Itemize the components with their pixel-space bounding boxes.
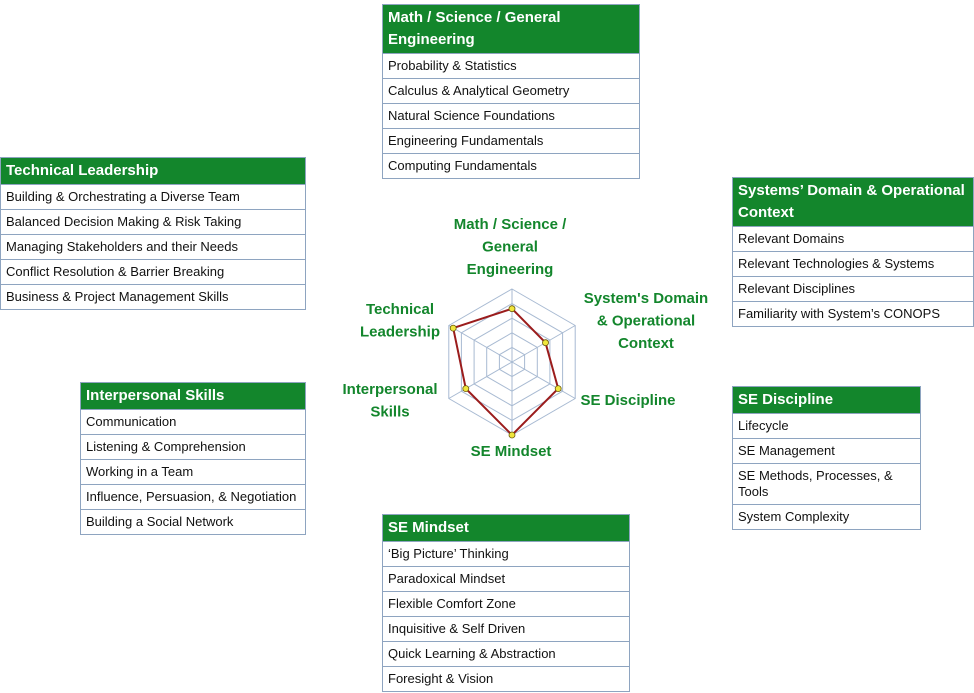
list-item: SE Management bbox=[733, 438, 920, 463]
radar-axis-label-line: Math / Science / bbox=[454, 216, 567, 233]
math-box: Math / Science / General Engineering Pro… bbox=[382, 4, 640, 179]
math-box-title: Math / Science / General Engineering bbox=[383, 5, 639, 53]
technical-leadership-box: Technical Leadership Building & Orchestr… bbox=[0, 157, 306, 310]
radar-point bbox=[508, 305, 516, 313]
radar-point bbox=[554, 385, 562, 393]
radar-point bbox=[462, 385, 470, 393]
radar-axis-label-line: General bbox=[482, 239, 538, 256]
list-item: Computing Fundamentals bbox=[383, 153, 639, 178]
list-item: Lifecycle bbox=[733, 413, 920, 438]
se-discipline-title: SE Discipline bbox=[733, 387, 920, 413]
radar-axis-label-line: Skills bbox=[370, 404, 409, 421]
list-item: Conflict Resolution & Barrier Breaking bbox=[1, 259, 305, 284]
radar-axis-line bbox=[448, 325, 513, 363]
radar-series-polygon bbox=[452, 307, 560, 437]
radar-point bbox=[449, 324, 457, 332]
list-item: Probability & Statistics bbox=[383, 53, 639, 78]
list-item: Relevant Disciplines bbox=[733, 276, 973, 301]
list-item: Inquisitive & Self Driven bbox=[383, 616, 629, 641]
radar-axis-label-line: & Operational bbox=[597, 313, 695, 330]
list-item: Natural Science Foundations bbox=[383, 103, 639, 128]
radar-axis-label: SE Discipline bbox=[580, 392, 675, 409]
radar-axis-line bbox=[448, 361, 513, 399]
list-item: Relevant Technologies & Systems bbox=[733, 251, 973, 276]
list-item: Communication bbox=[81, 409, 305, 434]
list-item: Foresight & Vision bbox=[383, 666, 629, 691]
list-item: Flexible Comfort Zone bbox=[383, 591, 629, 616]
list-item: Influence, Persuasion, & Negotiation bbox=[81, 484, 305, 509]
radar-axis-label-line: SE Discipline bbox=[580, 392, 675, 409]
radar-axis-label-line: System's Domain bbox=[584, 290, 708, 307]
list-item: System Complexity bbox=[733, 504, 920, 529]
list-item: Building & Orchestrating a Diverse Team bbox=[1, 184, 305, 209]
list-item: Relevant Domains bbox=[733, 226, 973, 251]
radar-axis-label: SE Mindset bbox=[471, 443, 552, 460]
systems-domain-box: Systems’ Domain & Operational Context Re… bbox=[732, 177, 974, 327]
technical-leadership-title: Technical Leadership bbox=[1, 158, 305, 184]
systems-domain-title: Systems’ Domain & Operational Context bbox=[733, 178, 973, 226]
list-item: Managing Stakeholders and their Needs bbox=[1, 234, 305, 259]
radar-point bbox=[508, 431, 516, 439]
radar-axis-label-line: SE Mindset bbox=[471, 443, 552, 460]
interpersonal-skills-title: Interpersonal Skills bbox=[81, 383, 305, 409]
radar-axis-label-line: Interpersonal bbox=[342, 381, 437, 398]
list-item: Listening & Comprehension bbox=[81, 434, 305, 459]
radar-axis-label-line: Engineering bbox=[467, 261, 554, 278]
list-item: Balanced Decision Making & Risk Taking bbox=[1, 209, 305, 234]
list-item: ‘Big Picture’ Thinking bbox=[383, 541, 629, 566]
se-mindset-title: SE Mindset bbox=[383, 515, 629, 541]
list-item: Paradoxical Mindset bbox=[383, 566, 629, 591]
list-item: Engineering Fundamentals bbox=[383, 128, 639, 153]
list-item: Calculus & Analytical Geometry bbox=[383, 78, 639, 103]
list-item: Familiarity with System’s CONOPS bbox=[733, 301, 973, 326]
list-item: Building a Social Network bbox=[81, 509, 305, 534]
list-item: Business & Project Management Skills bbox=[1, 284, 305, 309]
list-item: Quick Learning & Abstraction bbox=[383, 641, 629, 666]
radar-axis-line bbox=[511, 361, 576, 399]
radar-axis-label-line: Leadership bbox=[360, 324, 440, 341]
radar-axis-label-line: Context bbox=[618, 335, 674, 352]
radar-axis-label-line: Technical bbox=[366, 301, 434, 318]
list-item: SE Methods, Processes, & Tools bbox=[733, 463, 920, 504]
radar-point bbox=[542, 339, 549, 347]
radar-series bbox=[449, 305, 562, 439]
list-item: Working in a Team bbox=[81, 459, 305, 484]
